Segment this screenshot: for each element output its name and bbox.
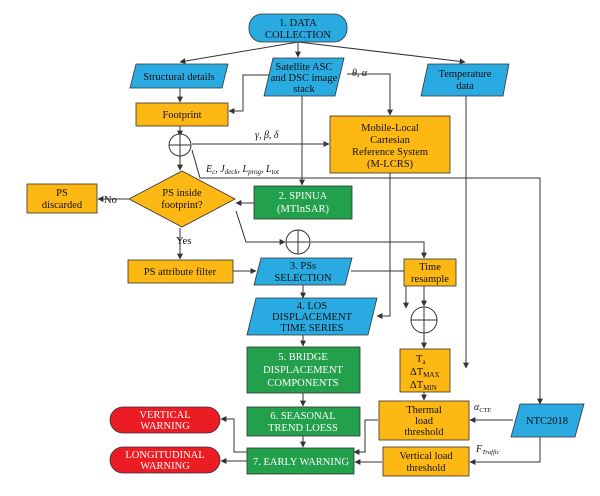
merge-circle-2: [285, 229, 311, 255]
svg-text:LONGITUDINAL: LONGITUDINAL: [125, 450, 204, 461]
svg-text:Cartesian: Cartesian: [370, 135, 410, 146]
svg-text:Thermal: Thermal: [406, 405, 442, 416]
svg-text:ΔTMIN: ΔTMIN: [410, 380, 437, 392]
svg-text:Reference System: Reference System: [352, 147, 428, 158]
svg-text:PS attribute filter: PS attribute filter: [144, 267, 217, 278]
svg-text:Structural details: Structural details: [143, 72, 214, 83]
svg-text:COLLECTION: COLLECTION: [265, 30, 331, 41]
node-temperature-data: Temperature data: [420, 63, 510, 97]
svg-text:1. DATA: 1. DATA: [279, 18, 317, 29]
label-alpha-cte: αCTE: [474, 402, 491, 414]
node-pss-selection: 3. PSs SELECTION: [253, 257, 353, 286]
svg-text:WARNING: WARNING: [140, 421, 190, 432]
svg-text:footprint?: footprint?: [161, 200, 203, 211]
svg-text:threshold: threshold: [404, 427, 444, 438]
node-temperature-params: Ta ΔTMAX ΔTMIN: [399, 348, 451, 393]
merge-circle-3: [410, 306, 438, 334]
svg-text:Temperature: Temperature: [439, 69, 492, 80]
node-spinua: 2. SPINUA (MTInSAR): [253, 185, 353, 220]
node-vertical-warning: VERTICAL WARNING: [109, 406, 221, 434]
svg-text:TIME SERIES: TIME SERIES: [280, 323, 343, 334]
svg-text:(M-LCRS): (M-LCRS): [367, 159, 414, 170]
node-ps-discarded: PS discarded: [26, 183, 98, 214]
label-f-traffic: FTraffic: [475, 444, 500, 456]
node-ps-inside-decision: PS inside footprint?: [128, 170, 236, 228]
svg-text:Satellite ASC: Satellite ASC: [276, 62, 333, 73]
svg-text:threshold: threshold: [406, 463, 446, 474]
label-yes: Yes: [176, 236, 191, 247]
svg-text:3. PSs: 3. PSs: [290, 261, 316, 272]
node-vertical-load: Vertical load threshold: [382, 446, 470, 477]
node-time-resample: Time resample: [403, 258, 457, 287]
svg-text:Vertical load: Vertical load: [399, 451, 453, 462]
node-early-warning: 7. EARLY WARNING: [246, 447, 355, 475]
svg-text:DISPLACEMENT: DISPLACEMENT: [263, 365, 344, 376]
svg-text:NTC2018: NTC2018: [526, 416, 568, 427]
node-longitudinal-warning: LONGITUDINAL WARNING: [109, 446, 221, 474]
svg-text:Time: Time: [419, 262, 441, 273]
node-satellite-stack: Satellite ASC and DSC image stack: [263, 57, 345, 97]
svg-text:PS inside: PS inside: [162, 188, 202, 199]
svg-text:2. SPINUA: 2. SPINUA: [279, 191, 328, 202]
node-seasonal-trend: 6. SEASONAL TREND LOESS: [246, 406, 361, 437]
svg-text:(MTInSAR): (MTInSAR): [277, 204, 329, 215]
svg-text:discarded: discarded: [42, 200, 83, 211]
node-bridge-displacement: 5. BRIDGE DISPLACEMENT COMPONENTS: [246, 346, 361, 394]
svg-text:Footprint: Footprint: [162, 110, 201, 121]
node-data-collection: 1. DATA COLLECTION: [248, 13, 348, 43]
label-gamma-beta-delta: γ, β, δ: [255, 130, 279, 141]
svg-text:Ta: Ta: [416, 354, 426, 366]
svg-text:5. BRIDGE: 5. BRIDGE: [278, 352, 328, 363]
node-mlcrs: Mobile-Local Cartesian Reference System …: [329, 115, 451, 174]
label-theta-alpha: θ, α: [352, 68, 368, 79]
svg-text:data: data: [456, 81, 474, 92]
svg-text:load: load: [415, 416, 434, 427]
svg-text:DISPLACEMENT: DISPLACEMENT: [272, 312, 353, 323]
label-e-params: Ec, Jdeck, Lprog, Ltot: [205, 164, 280, 176]
node-thermal-load: Thermal load threshold: [378, 400, 470, 441]
svg-text:TREND LOESS: TREND LOESS: [268, 423, 338, 434]
svg-text:Mobile-Local: Mobile-Local: [361, 123, 419, 134]
svg-text:7. EARLY WARNING: 7. EARLY WARNING: [253, 457, 349, 468]
svg-text:COMPONENTS: COMPONENTS: [267, 378, 338, 389]
svg-text:ΔTMAX: ΔTMAX: [410, 367, 440, 379]
connectors: [97, 41, 543, 465]
node-ps-attribute-filter: PS attribute filter: [127, 259, 234, 284]
svg-text:WARNING: WARNING: [140, 461, 190, 472]
node-footprint: Footprint: [135, 102, 229, 127]
node-ntc2018: NTC2018: [510, 403, 585, 438]
svg-text:and DSC image: and DSC image: [271, 73, 338, 84]
svg-text:stack: stack: [293, 84, 315, 95]
node-los-displacement: 4. LOS DISPLACEMENT TIME SERIES: [246, 297, 378, 336]
svg-text:6. SEASONAL: 6. SEASONAL: [270, 411, 335, 422]
svg-text:resample: resample: [411, 274, 449, 285]
node-structural-details: Structural details: [129, 63, 229, 89]
svg-text:4. LOS: 4. LOS: [297, 301, 327, 312]
label-no: No: [104, 195, 117, 206]
svg-text:PS: PS: [56, 188, 68, 199]
merge-circle-1: [168, 133, 192, 157]
svg-text:VERTICAL: VERTICAL: [139, 410, 190, 421]
svg-text:SELECTION: SELECTION: [274, 273, 332, 284]
